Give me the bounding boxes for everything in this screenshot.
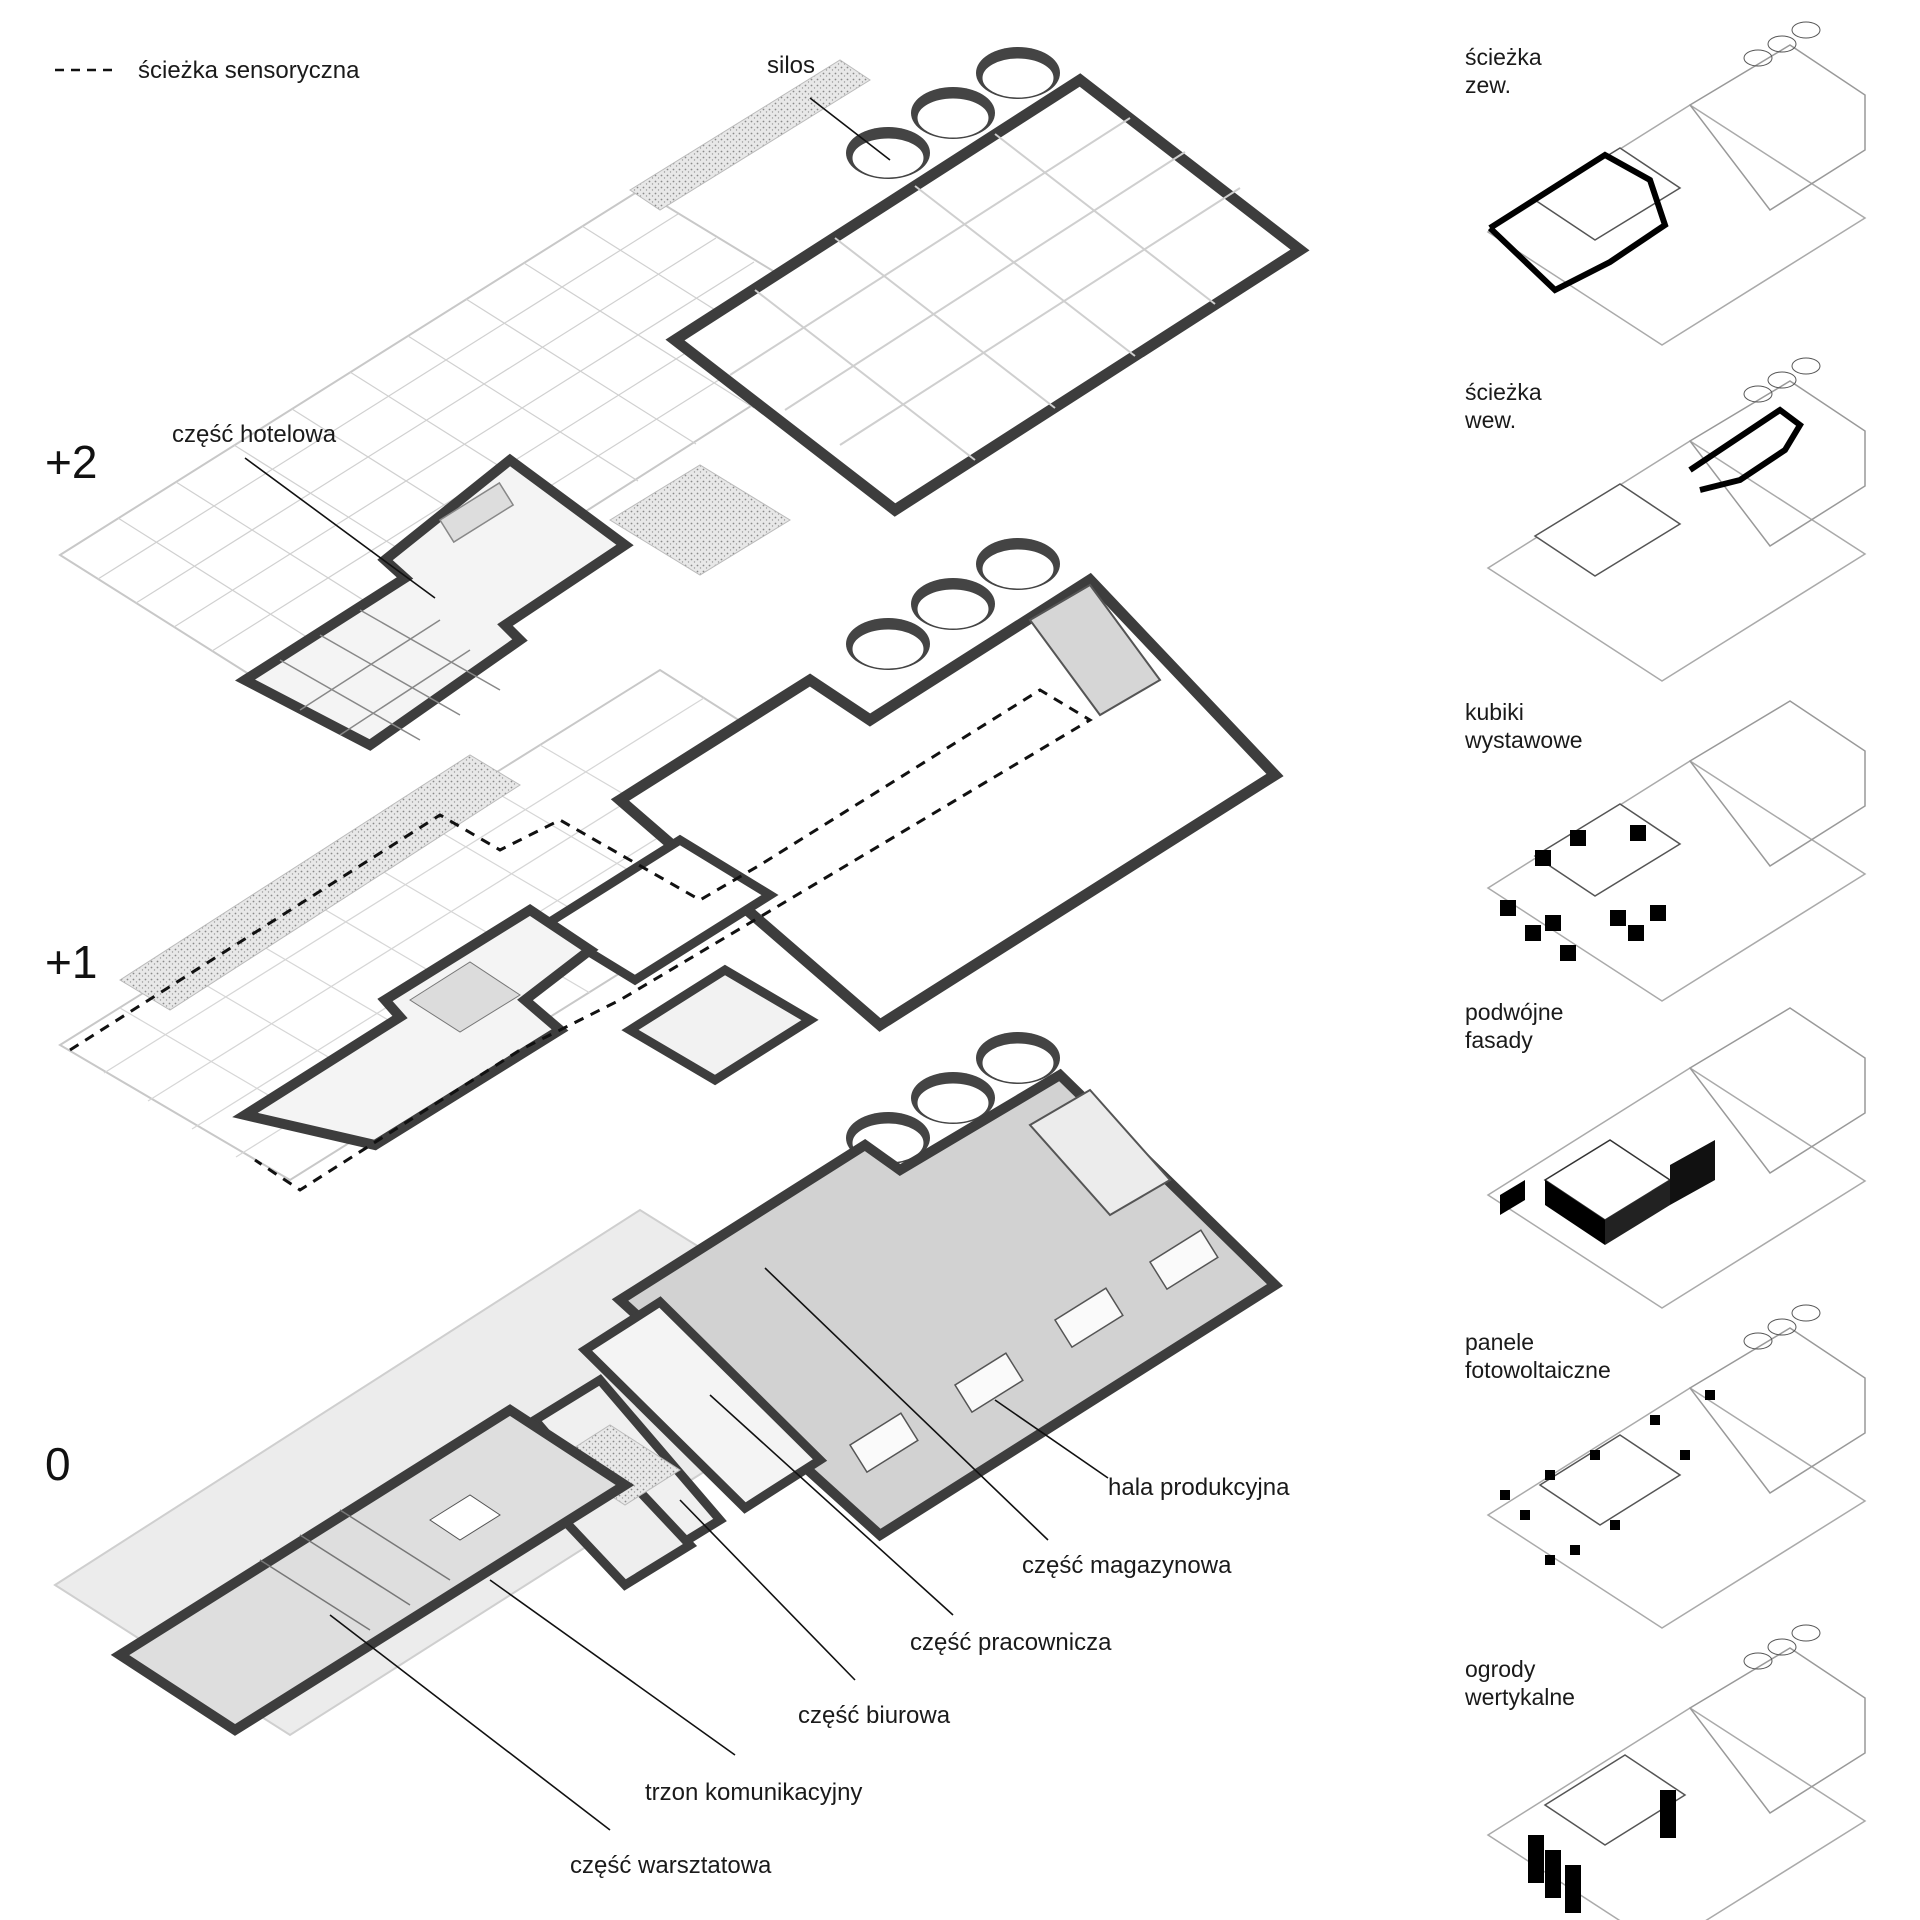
side-panel-2-line2: wew. [1464, 407, 1516, 433]
level0-main-block [110, 1404, 635, 1736]
side-panel-5: panele fotowoltaiczne [1465, 1304, 1867, 1629]
mini-2-highlight [1688, 406, 1804, 493]
mini-4-facade-dark-3 [1670, 1140, 1715, 1205]
level1-gravel-garden [119, 754, 521, 1011]
side-panel-1: ścieżka zew. [1465, 21, 1867, 346]
mini-4-facade-dark-1 [1545, 1180, 1605, 1245]
side-panel-4: podwójne fasady [1465, 999, 1867, 1309]
level0-machines [848, 1229, 1219, 1474]
level1-silos [846, 538, 1060, 670]
side-panel-3-line2: wystawowe [1464, 727, 1583, 753]
side-panel-5-line2: fotowoltaiczne [1465, 1357, 1611, 1383]
level-0-plan [53, 1032, 1284, 1737]
level-plus2-plan [58, 47, 1310, 751]
level1-sensory-path [69, 688, 1093, 1192]
mini-1-highlight [1487, 151, 1669, 294]
mini-6-gardens [1528, 1790, 1676, 1913]
callout-core: trzon komunikacyjny [645, 1779, 862, 1806]
level-plus1-plan [58, 538, 1284, 1192]
side-panel-4-line2: fasady [1465, 1027, 1533, 1053]
level2-gravel-court [609, 464, 791, 576]
mini-model-3 [1486, 700, 1867, 1002]
level2-silos [846, 47, 1060, 179]
level0-silos [846, 1032, 1060, 1164]
side-panel-3-line1: kubiki [1465, 699, 1524, 725]
callout-storage: część magazynowa [1022, 1552, 1232, 1579]
level1-hall-walls [610, 572, 1284, 1032]
level-label-plus1: +1 [45, 936, 97, 988]
legend-dashed-label: ścieżka sensoryczna [138, 57, 360, 84]
leader-lines [244, 97, 1109, 1831]
side-panel-1-line1: ścieżka [1465, 44, 1542, 70]
mini-model-2 [1486, 357, 1867, 682]
level2-gravel-strip [629, 59, 871, 211]
side-panel-6-line1: ogrody [1465, 1656, 1536, 1682]
callout-silos: silos [767, 52, 815, 79]
callout-hall: hala produkcyjna [1108, 1474, 1290, 1501]
level-label-0: 0 [45, 1438, 71, 1490]
callout-office: część biurowa [798, 1702, 951, 1729]
mini-4-facade-dark-2 [1605, 1180, 1670, 1245]
side-panel-3: kubiki wystawowe [1464, 699, 1867, 1002]
level2-hall-walls [665, 73, 1310, 517]
side-panel-6: ogrody wertykalne [1464, 1624, 1867, 1920]
mini-5-panels [1500, 1390, 1715, 1565]
mini-4-facade-dark-4 [1500, 1180, 1525, 1215]
callout-staff: część pracownicza [910, 1629, 1112, 1656]
side-panel-1-line2: zew. [1465, 72, 1511, 98]
level2-hotel-block [235, 453, 634, 751]
side-panel-5-line1: panele [1465, 1329, 1534, 1355]
callout-hotel: część hotelowa [172, 421, 337, 448]
side-panel-6-line2: wertykalne [1464, 1684, 1575, 1710]
mini-model-1 [1486, 21, 1867, 346]
side-panel-2-line1: ścieżka [1465, 379, 1542, 405]
legend: ścieżka sensoryczna [55, 57, 360, 84]
callout-workshop: część warsztatowa [570, 1852, 772, 1879]
mini-model-5 [1486, 1304, 1867, 1629]
side-panel-4-line1: podwójne [1465, 999, 1563, 1025]
level1-connector-blocks [536, 834, 819, 1086]
side-panel-2: ścieżka wew. [1464, 357, 1867, 682]
level1-main-block [232, 904, 599, 1151]
level-label-plus2: +2 [45, 436, 97, 488]
mini-3-cubes [1500, 825, 1666, 961]
mini-model-4 [1486, 1007, 1867, 1309]
mini-model-6 [1486, 1624, 1867, 1920]
